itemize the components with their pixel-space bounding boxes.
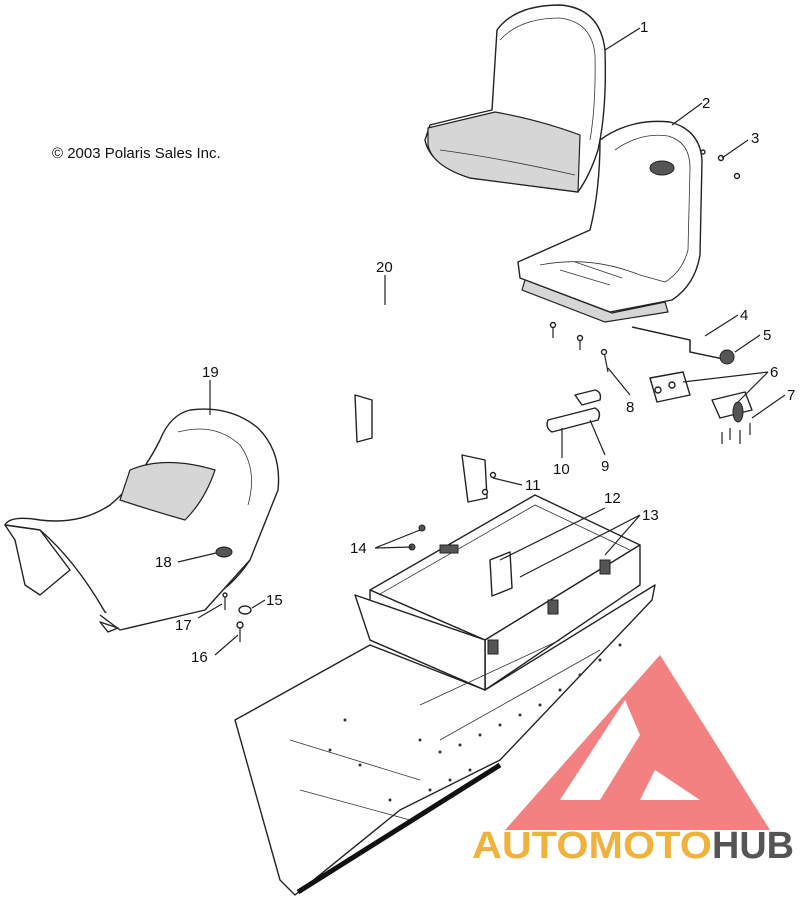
callout-20: 20 bbox=[376, 259, 393, 276]
callout-19: 19 bbox=[202, 364, 219, 381]
copyright-text: © 2003 Polaris Sales Inc. bbox=[52, 145, 221, 162]
part-7-screws bbox=[721, 423, 751, 444]
callout-10: 10 bbox=[553, 461, 570, 478]
callout-16: 16 bbox=[191, 649, 208, 666]
watermark-text: AUTOMOTO HUB bbox=[472, 825, 794, 867]
part-3-screws bbox=[700, 149, 741, 180]
callout-7: 7 bbox=[787, 387, 795, 404]
part-11-bolts bbox=[481, 471, 497, 496]
callout-18: 18 bbox=[155, 554, 172, 571]
chassis-tunnel bbox=[234, 584, 656, 896]
callout-17: 17 bbox=[175, 617, 192, 634]
callout-14: 14 bbox=[350, 540, 367, 557]
part-5-knob bbox=[719, 349, 735, 365]
part-20-grab-bar bbox=[335, 303, 579, 503]
part-10-sleeve bbox=[546, 407, 601, 433]
part-9-tube bbox=[574, 389, 602, 406]
leader-lines bbox=[177, 27, 786, 656]
callout-11: 11 bbox=[525, 477, 541, 494]
part-19-seat-cushion bbox=[4, 408, 280, 633]
callout-8: 8 bbox=[626, 399, 634, 416]
callout-1: 1 bbox=[640, 19, 648, 36]
part-16-bolt bbox=[236, 621, 244, 642]
part-6-latch-brackets bbox=[649, 371, 753, 423]
callout-6: 6 bbox=[770, 364, 778, 381]
watermark-logo bbox=[505, 655, 770, 830]
part-4-latch-rod bbox=[631, 326, 729, 361]
part-1-backrest-cushion bbox=[424, 4, 607, 193]
callout-13: 13 bbox=[642, 507, 659, 524]
callout-5: 5 bbox=[763, 327, 771, 344]
callout-9: 9 bbox=[601, 458, 609, 475]
part-14-nuts bbox=[408, 524, 426, 551]
watermark-part2: HUB bbox=[712, 825, 794, 867]
callout-3: 3 bbox=[751, 130, 759, 147]
callout-4: 4 bbox=[740, 307, 748, 324]
part-15-washer bbox=[238, 605, 252, 615]
callout-15: 15 bbox=[266, 592, 283, 609]
part-2-seat-frame bbox=[517, 120, 703, 323]
callout-labels: 1 2 3 4 5 6 7 8 9 10 11 12 13 14 15 16 1… bbox=[155, 19, 795, 666]
callout-2: 2 bbox=[702, 95, 710, 112]
watermark-part1: AUTOMOTO bbox=[472, 825, 712, 867]
part-17-pin bbox=[222, 592, 228, 610]
part-8-bolts bbox=[549, 321, 609, 373]
callout-12: 12 bbox=[604, 490, 621, 507]
